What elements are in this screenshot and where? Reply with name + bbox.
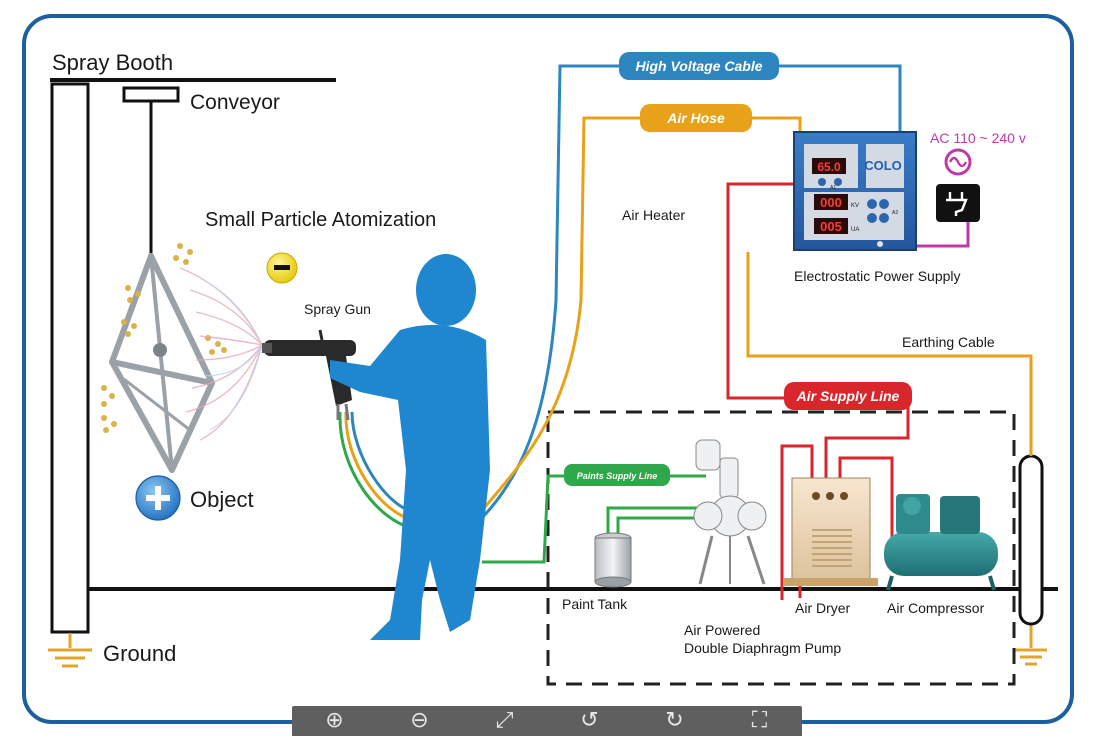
label-air-dryer: Air Dryer [795, 600, 851, 616]
label-pump-line1: Air Powered [684, 622, 760, 638]
earthing-cable-line [746, 252, 1033, 456]
label-air-hose: Air Hose [666, 110, 725, 126]
zoom-in-icon[interactable]: ⊕ [325, 708, 344, 733]
label-pump-line2: Double Diaphragm Pump [684, 640, 841, 656]
rotate-right-icon[interactable]: ↻ [665, 708, 684, 733]
label-object: Object [190, 487, 254, 512]
diaphragm-pump-equipment [693, 439, 767, 585]
panel-display-ua: 005 [820, 219, 842, 234]
spray-cone [179, 267, 263, 441]
bicycle-frame-object [109, 253, 215, 473]
label-air-supply-line: Air Supply Line [796, 388, 900, 404]
ground-symbol-left [48, 633, 92, 668]
panel-brand: COLO [864, 158, 902, 173]
spray-booth-structure [50, 78, 1058, 634]
air-hose-tag [640, 104, 752, 132]
power-supply-panel [793, 131, 917, 251]
negative-charge-icon [266, 252, 298, 284]
label-air-heater: Air Heater [622, 207, 685, 223]
air-compressor-equipment [884, 494, 998, 591]
label-spray-gun: Spray Gun [304, 301, 371, 317]
label-ground: Ground [103, 641, 176, 666]
image-viewer-toolbar: ⊕ ⊖ ⤢ ↺ ↻ ⛶ [292, 706, 802, 736]
paints-supply-line-tag [564, 464, 670, 486]
earthing-rod [1018, 454, 1044, 626]
expand-icon[interactable]: ⤢ [495, 708, 514, 733]
conveyor-hanger [122, 86, 180, 256]
panel-key-a1: A1 [830, 185, 836, 191]
fit-screen-icon[interactable]: ⛶ [751, 708, 768, 733]
paints-supply-line-pipes [482, 474, 724, 564]
high-voltage-cable-tag [619, 52, 779, 80]
zoom-out-icon[interactable]: ⊖ [410, 708, 429, 733]
operator-silhouette [330, 254, 490, 640]
panel-key-a2: A2 [892, 210, 898, 216]
equipment-enclosure [546, 410, 1016, 686]
ac-source-icon [944, 148, 972, 176]
powder-particles [101, 243, 227, 433]
label-paint-tank: Paint Tank [562, 596, 628, 612]
panel-unit-kv: KV [851, 203, 859, 209]
label-ac-supply: AC 110 ~ 240 v [930, 130, 1026, 146]
ac-supply-cable [912, 222, 970, 248]
label-small-particle-atomization: Small Particle Atomization [205, 209, 436, 231]
label-air-compressor: Air Compressor [887, 600, 985, 616]
panel-display-top: 65.0 [817, 160, 841, 174]
label-high-voltage-cable: High Voltage Cable [635, 58, 762, 74]
panel-unit-ua: UA [851, 227, 859, 233]
power-plug-icon [936, 184, 980, 222]
positive-charge-icon [135, 475, 181, 521]
paint-tank-equipment [594, 532, 632, 588]
label-earthing-cable: Earthing Cable [902, 334, 995, 350]
high-voltage-cable-line [476, 64, 902, 524]
air-hose-line [472, 116, 802, 521]
air-dryer-equipment [784, 477, 878, 586]
panel-display-kv: 000 [820, 195, 842, 210]
spray-cone-blue [199, 277, 263, 431]
air-supply-line-tag [784, 382, 912, 410]
label-paints-supply-line: Paints Supply Line [577, 471, 658, 481]
label-conveyor: Conveyor [190, 91, 280, 114]
ground-symbol-right [1015, 625, 1047, 666]
rotate-left-icon[interactable]: ↺ [580, 708, 599, 733]
label-spray-booth: Spray Booth [52, 50, 173, 75]
label-electrostatic-power-supply: Electrostatic Power Supply [794, 268, 961, 284]
